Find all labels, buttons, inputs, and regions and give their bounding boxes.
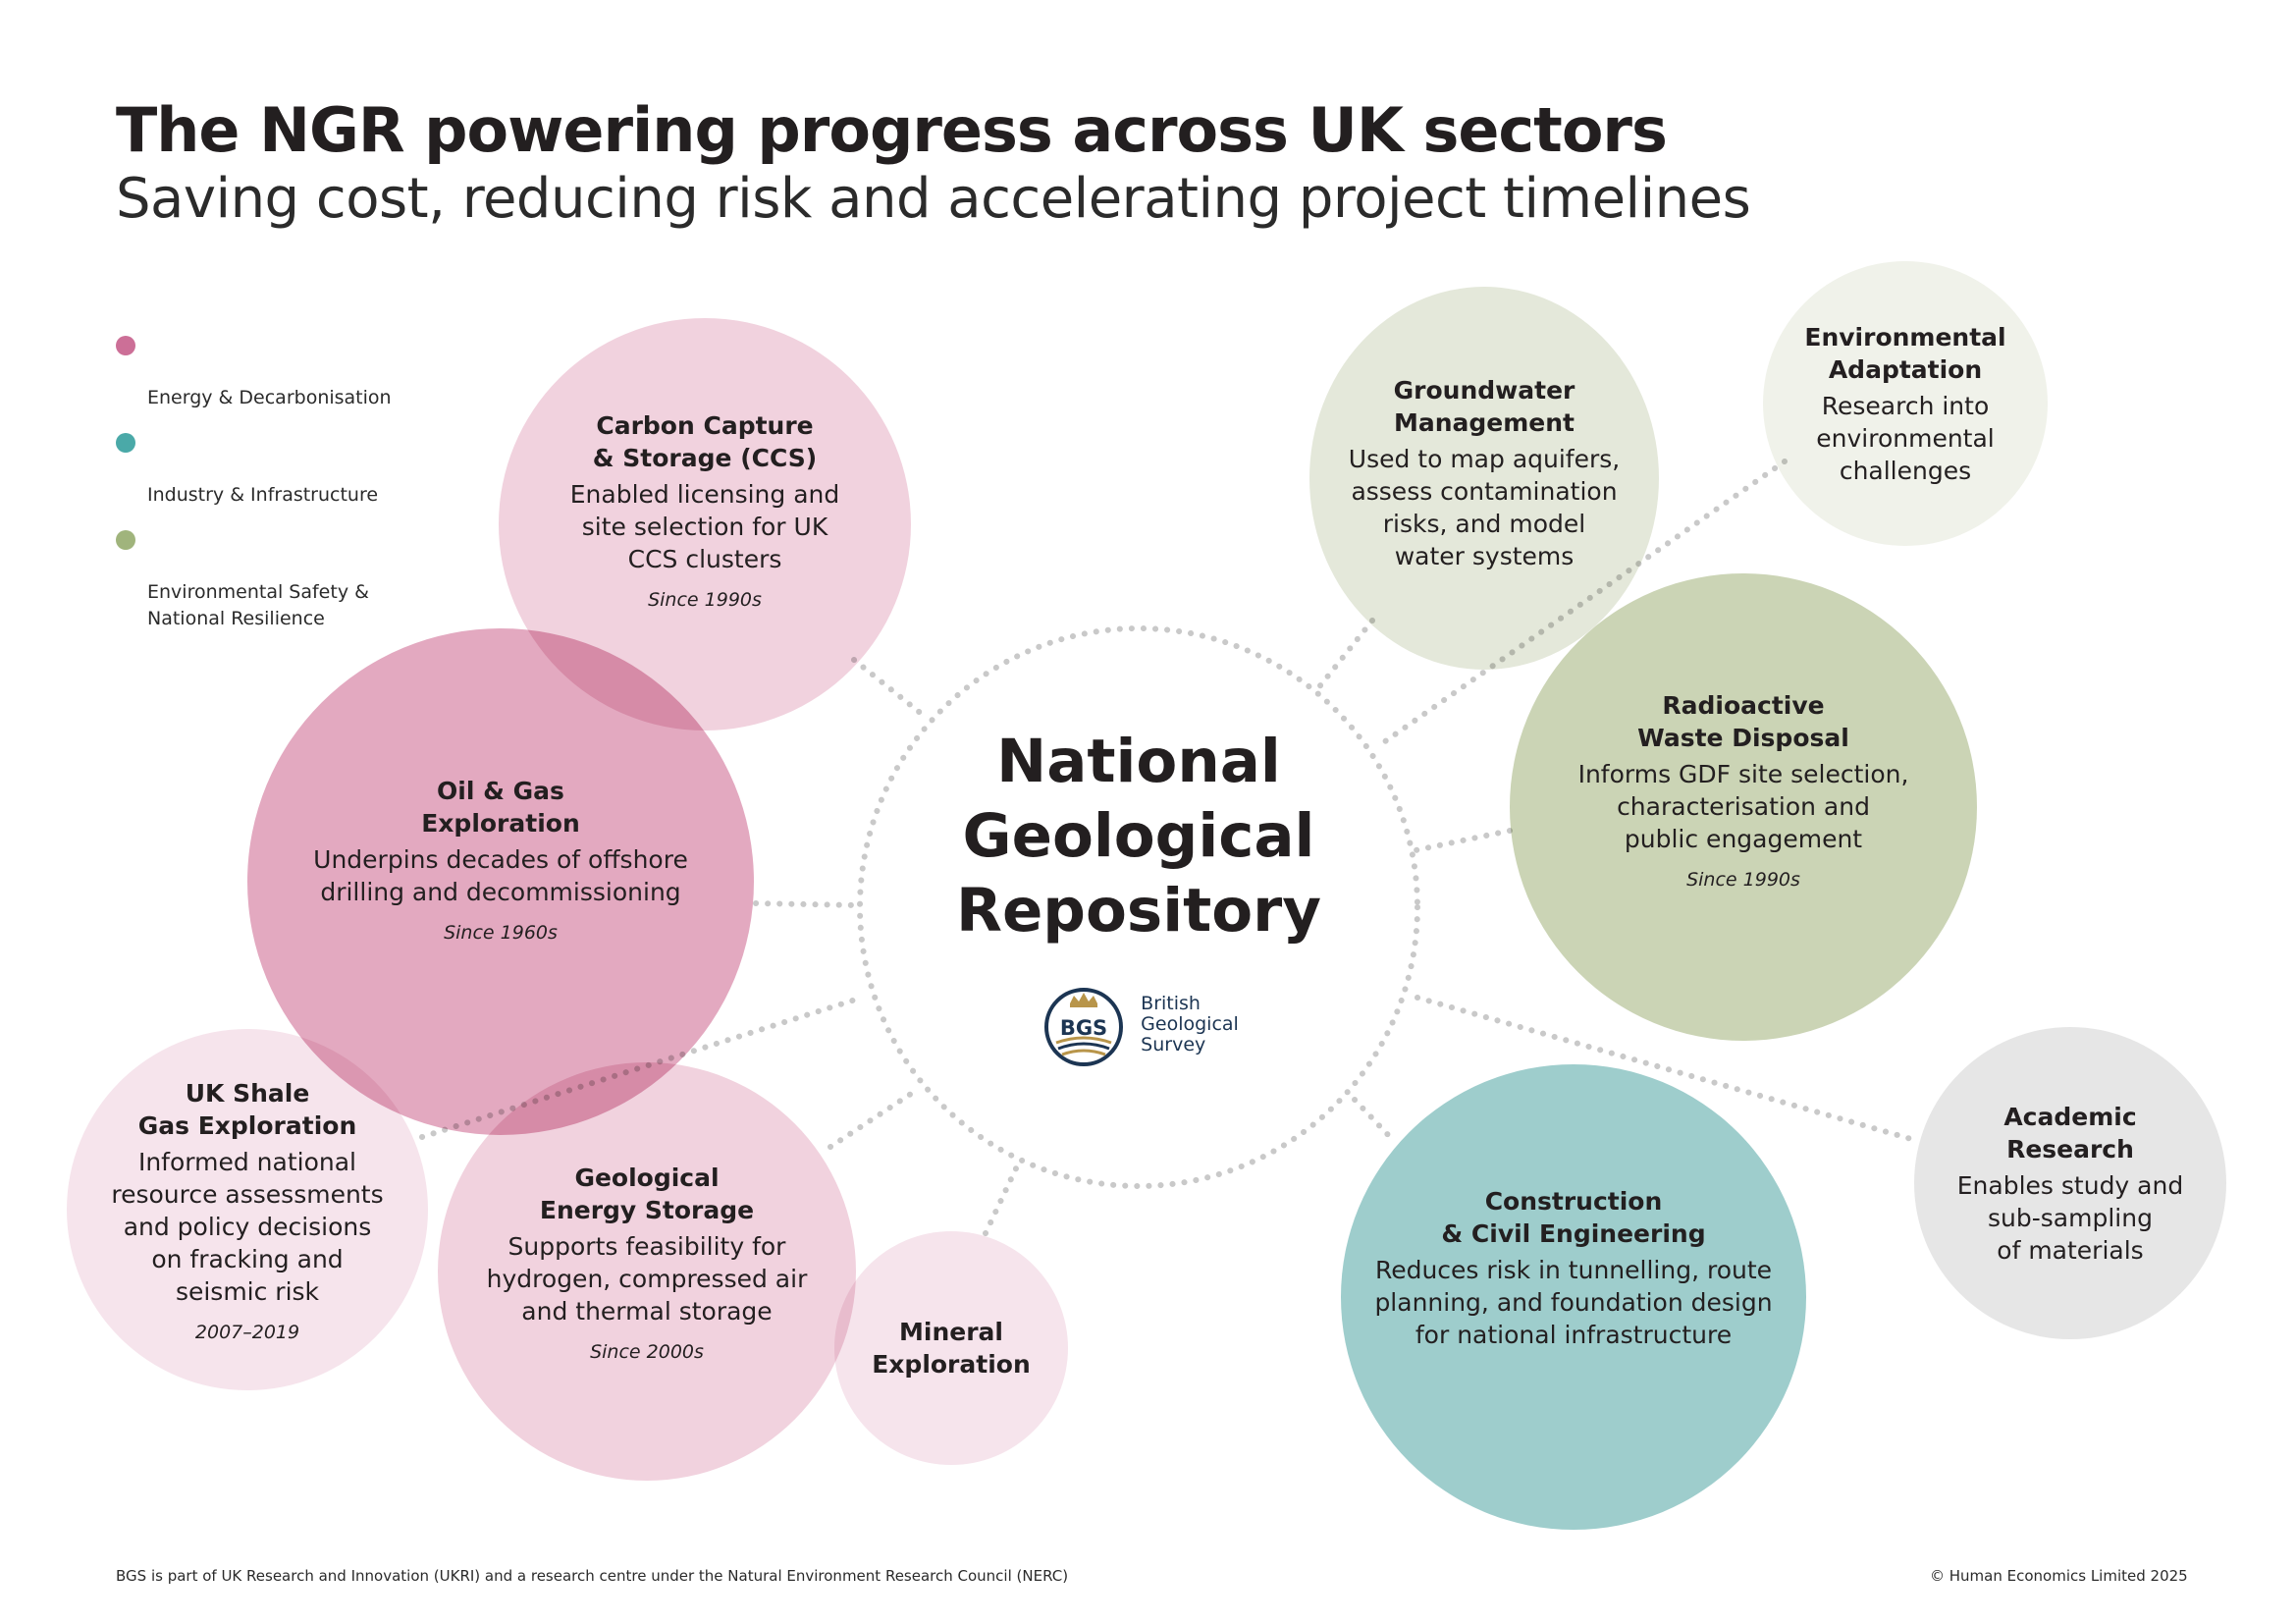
- construction-description: Reduces risk in tunnelling, route planni…: [1374, 1255, 1773, 1349]
- legend-label-industry: Industry & Infrastructure: [147, 484, 379, 506]
- energy-storage-description: Supports feasibility for hydrogen, compr…: [486, 1231, 808, 1326]
- oil-gas-since: Since 1960s: [444, 922, 558, 944]
- academic-title: Academic Research: [2003, 1102, 2137, 1164]
- center-ring: [857, 625, 1420, 1189]
- ccs-since: Since 1990s: [648, 588, 762, 611]
- circle-energy-storage: Geological Energy Storage Supports feasi…: [438, 1062, 856, 1481]
- radioactive-description: Informs GDF site selection, characterisa…: [1577, 759, 1909, 853]
- center-title: National Geological Repository: [955, 727, 1322, 946]
- shale-title: UK Shale Gas Exploration: [137, 1078, 357, 1140]
- link-groundwater: [1314, 618, 1375, 692]
- mineral-title: Mineral Exploration: [872, 1318, 1031, 1379]
- shale-since: 2007–2019: [194, 1321, 300, 1343]
- svg-text:BGS: BGS: [1060, 1016, 1107, 1040]
- page-title: The NGR powering progress across UK sect…: [116, 94, 1668, 166]
- circle-shale: UK Shale Gas Exploration Informed nation…: [67, 1029, 428, 1390]
- circle-radioactive: Radioactive Waste Disposal Informs GDF s…: [1510, 573, 1977, 1041]
- bgs-logo: BGS British Geological Survey: [1039, 982, 1239, 1066]
- groundwater-description: Used to map aquifers, assess contaminati…: [1348, 445, 1621, 570]
- link-radioactive: [1413, 828, 1513, 853]
- shale-description: Informed national resource assessments a…: [111, 1147, 384, 1306]
- legend-label-energy: Energy & Decarbonisation: [147, 387, 392, 408]
- ccs-title: Carbon Capture & Storage (CCS): [592, 410, 818, 472]
- circle-groundwater: Groundwater Management Used to map aquif…: [1309, 287, 1659, 670]
- bgs-name: British Geological Survey: [1141, 992, 1239, 1056]
- legend-dot-industry: [116, 433, 135, 453]
- center-hub: National Geological Repository BGS Briti…: [860, 628, 1417, 1186]
- legend-item-energy: Energy & Decarbonisation: [116, 332, 392, 411]
- link-academic: [1415, 995, 1921, 1144]
- link-oil-gas: [753, 900, 861, 908]
- ccs-description: Enabled licensing and site selection for…: [569, 479, 840, 573]
- circle-construction: Construction & Civil Engineering Reduces…: [1341, 1064, 1806, 1530]
- legend-label-environment: Environmental Safety & National Resilien…: [147, 581, 369, 629]
- academic-description: Enables study and sub-sampling of materi…: [1956, 1170, 2184, 1265]
- footer-note: BGS is part of UK Research and Innovatio…: [116, 1567, 1069, 1585]
- circle-env-adaptation: Environmental Adaptation Research into e…: [1763, 261, 2048, 546]
- legend-dot-energy: [116, 336, 135, 355]
- oil-gas-description: Underpins decades of offshore drilling a…: [313, 845, 688, 906]
- env-adaptation-title: Environmental Adaptation: [1804, 322, 2006, 384]
- link-ccs: [851, 657, 926, 718]
- link-storage: [828, 1091, 914, 1150]
- env-adaptation-description: Research into environmental challenges: [1816, 391, 1995, 485]
- circle-mineral: Mineral Exploration: [834, 1231, 1068, 1465]
- legend-dot-environment: [116, 530, 135, 550]
- link-mineral: [983, 1164, 1020, 1236]
- energy-storage-title: Geological Energy Storage: [539, 1163, 755, 1224]
- construction-title: Construction & Civil Engineering: [1441, 1186, 1706, 1248]
- legend: Energy & Decarbonisation Industry & Infr…: [116, 332, 392, 650]
- circle-academic: Academic Research Enables study and sub-…: [1914, 1027, 2226, 1339]
- radioactive-title: Radioactive Waste Disposal: [1637, 690, 1849, 752]
- legend-item-environment: Environmental Safety & National Resilien…: [116, 526, 392, 632]
- footer-copyright: © Human Economics Limited 2025: [1930, 1567, 2188, 1585]
- bgs-emblem-icon: BGS: [1044, 988, 1124, 1066]
- groundwater-title: Groundwater Management: [1393, 376, 1575, 437]
- page-subtitle: Saving cost, reducing risk and accelerat…: [116, 167, 1751, 231]
- legend-item-industry: Industry & Infrastructure: [116, 429, 392, 509]
- radioactive-since: Since 1990s: [1686, 868, 1800, 891]
- oil-gas-title: Oil & Gas Exploration: [421, 777, 580, 838]
- energy-storage-since: Since 2000s: [590, 1340, 704, 1363]
- link-construction: [1352, 1097, 1395, 1142]
